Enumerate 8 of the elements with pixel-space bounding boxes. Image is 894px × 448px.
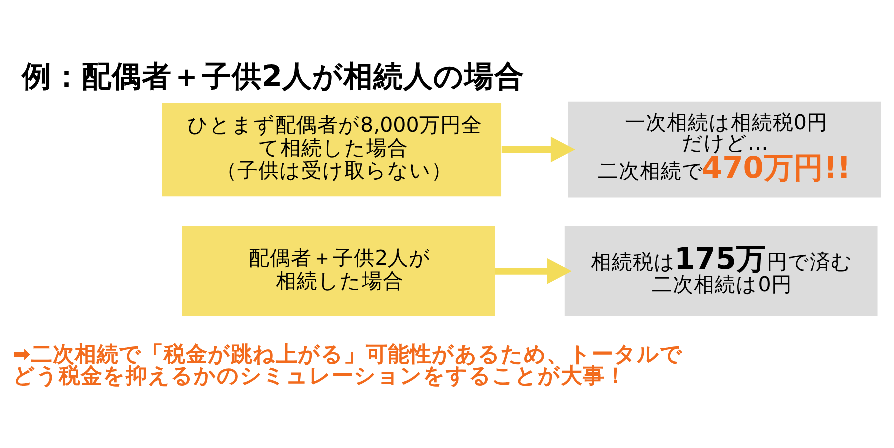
diagram-title: 例：配偶者＋子供2人が相続人の場合: [22, 58, 525, 94]
node-box: ひとまず配偶者が8,000万円全て相続した場合 （子供は受け取らない）: [162, 102, 502, 197]
node-box: 一次相続は相続税0円だけど… 二次相続で470万円!!: [568, 102, 882, 198]
node-box: 配偶者＋子供2人が相続した場合: [182, 226, 496, 316]
arrow: [502, 136, 576, 163]
arrow: [495, 258, 572, 284]
node-box: 相続税は175万円で済む二次相続は0円: [564, 226, 878, 316]
label: ➡二次相続で「税金が跳ね上がる」可能性があるため、トータルでどう税金を抑えるかのシミュレーションをすることが大事！: [12, 342, 683, 389]
